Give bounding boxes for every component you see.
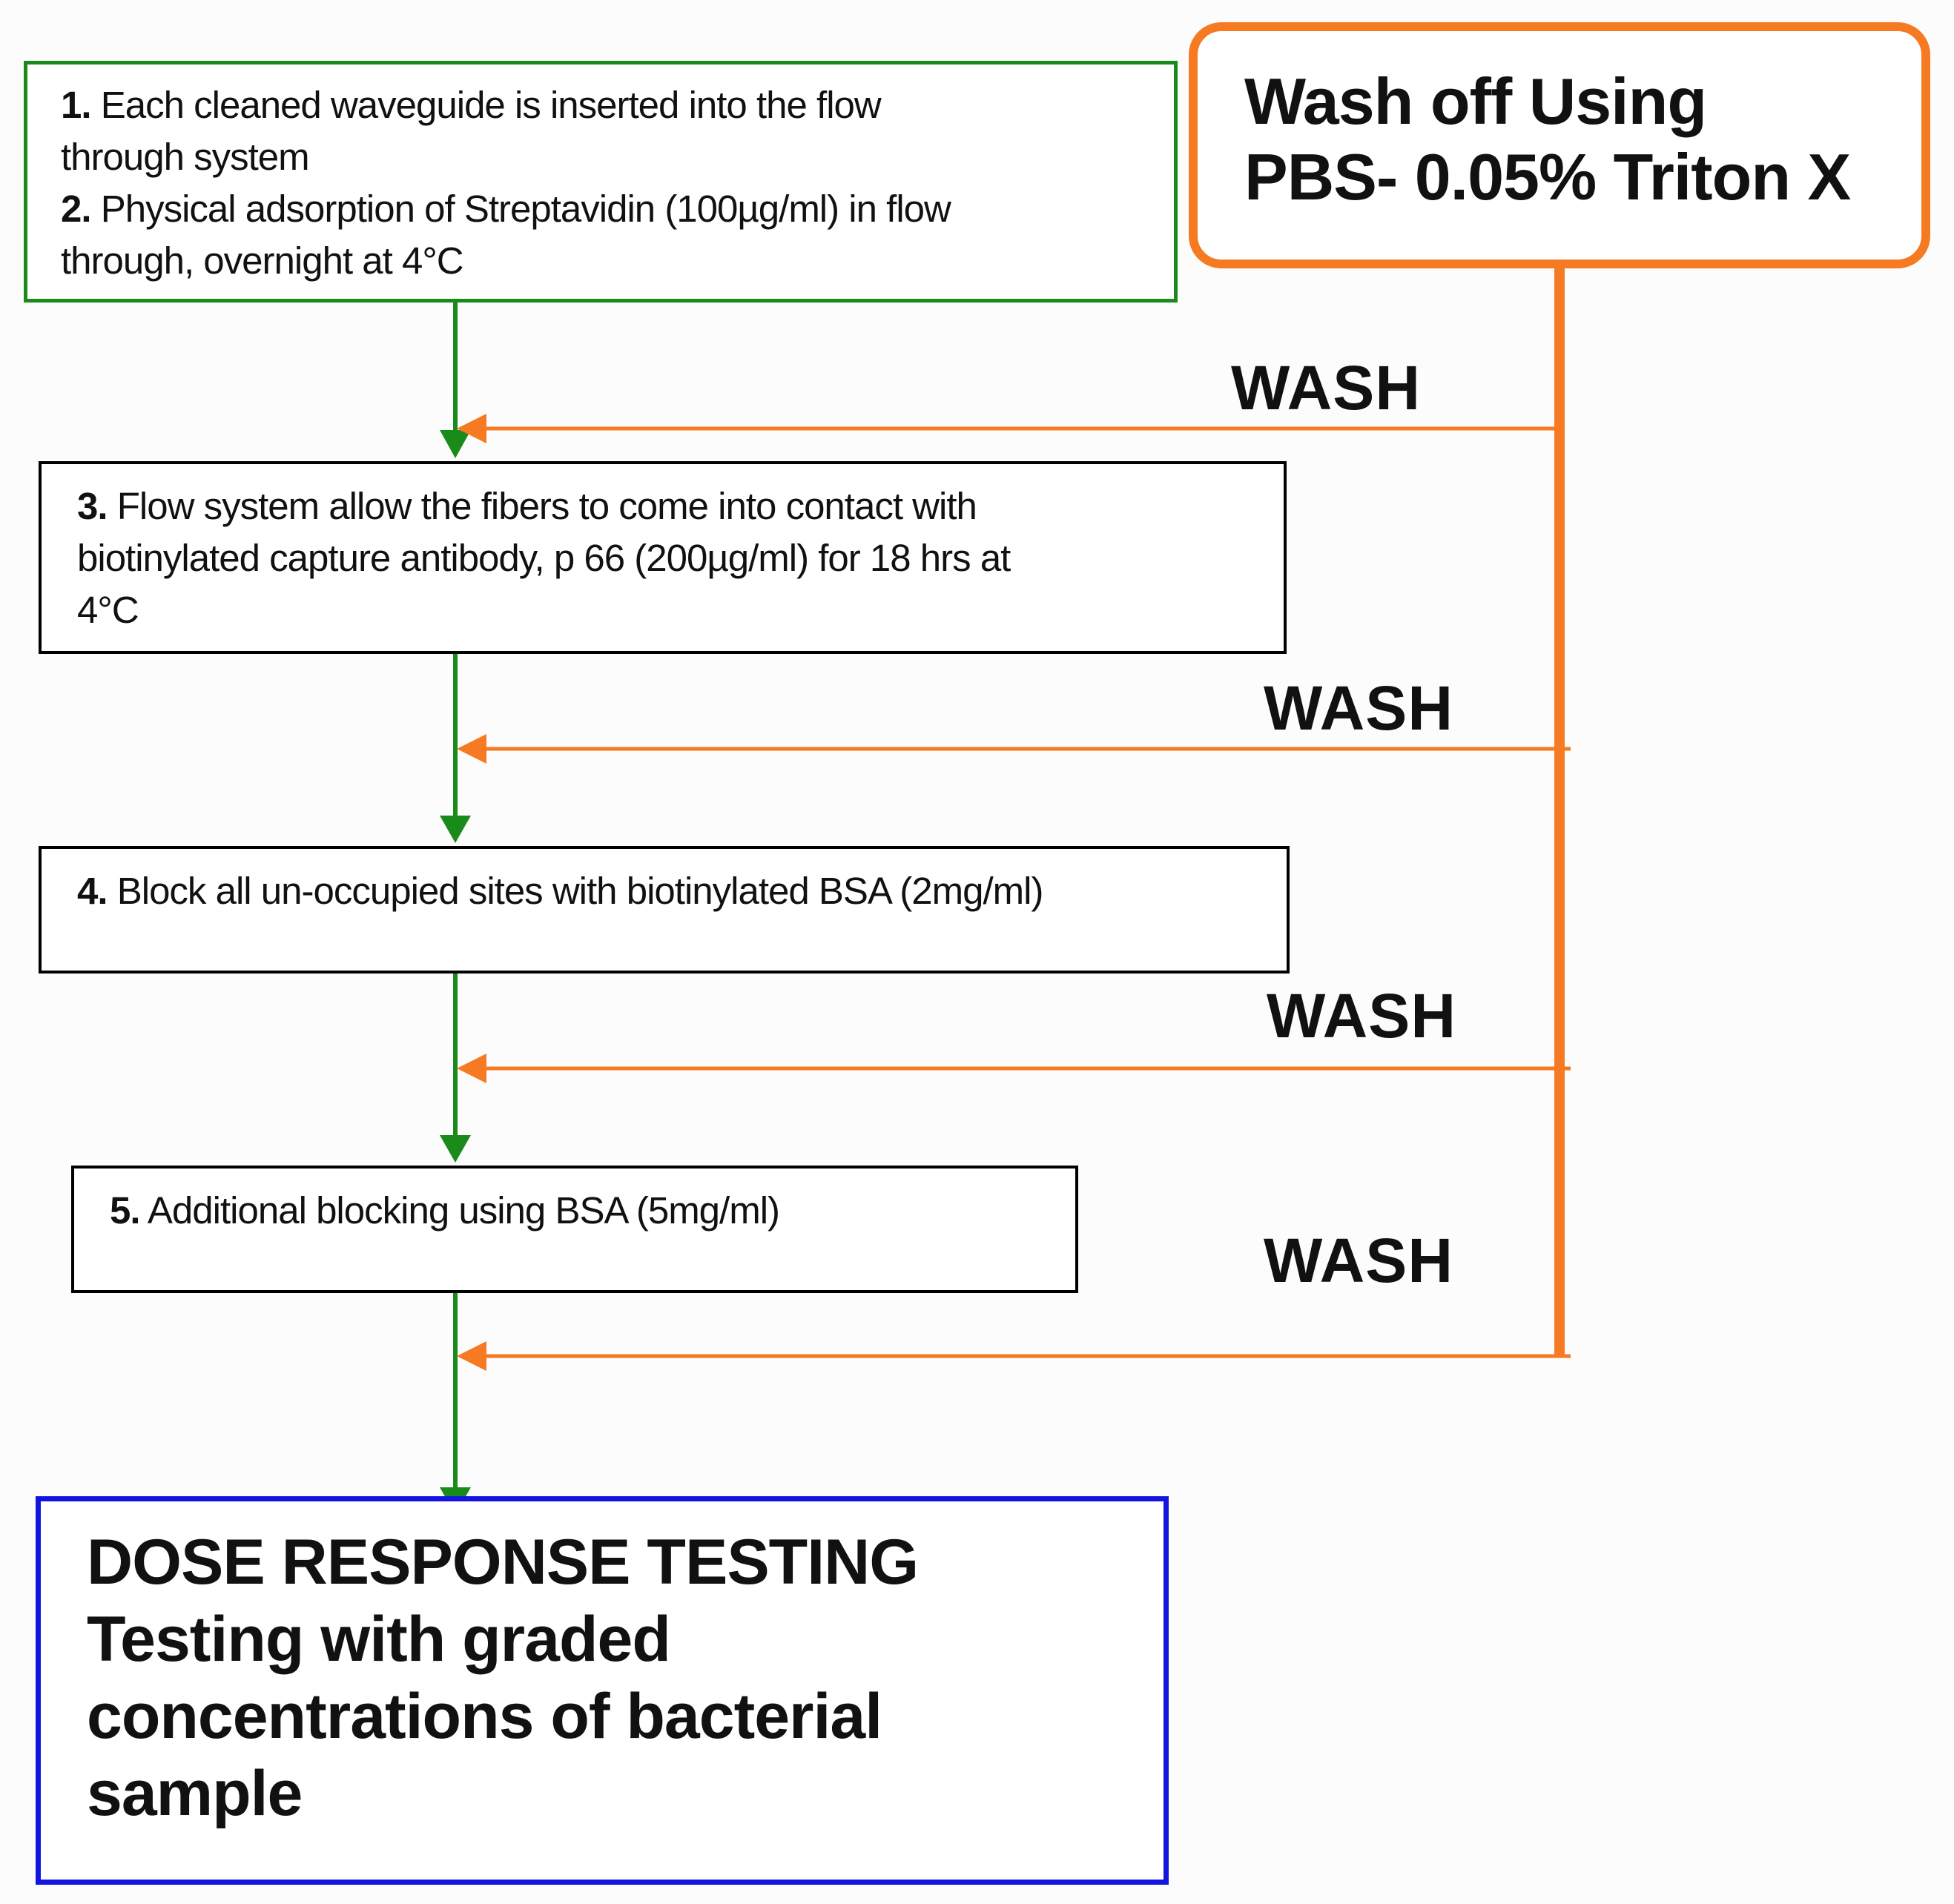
wash-label-3: WASH — [1267, 981, 1456, 1051]
wash-label-1: WASH — [1231, 353, 1421, 423]
step-4-line-text: Block all un-occupied sites with biotiny… — [116, 870, 1044, 912]
dose-response-text: DOSE RESPONSE TESTING Testing with grade… — [87, 1524, 919, 1832]
steps-1-2-box: 1. Each cleaned waveguide is inserted in… — [24, 61, 1178, 303]
step-5-box: 5. Additional blocking using BSA (5mg/ml… — [71, 1166, 1078, 1293]
step-3-number: 3. — [77, 485, 108, 527]
step-4-line: 4. Block all un-occupied sites with biot… — [77, 865, 1264, 917]
step-5-number: 5. — [110, 1189, 141, 1232]
step-1-line: 1. Each cleaned waveguide is inserted in… — [61, 79, 1152, 131]
dose-response-title: DOSE RESPONSE TESTING — [87, 1527, 919, 1598]
step-2-text: Physical adsorption of Streptavidin (100… — [100, 188, 951, 230]
flow-arrowhead-1 — [440, 430, 471, 458]
step-4-box: 4. Block all un-occupied sites with biot… — [39, 846, 1290, 974]
wash-solution-line-2: PBS- 0.05% Triton X — [1244, 140, 1851, 214]
step-2-number: 2. — [61, 188, 92, 230]
wash-arrowhead-4 — [457, 1341, 486, 1371]
step-3-line-1-text: Flow system allow the fibers to come int… — [116, 485, 977, 527]
step-5-line-text: Additional blocking using BSA (5mg/ml) — [147, 1189, 780, 1232]
step-1-text-continued: through system — [61, 136, 310, 178]
step-1-text: Each cleaned waveguide is inserted into … — [100, 84, 882, 126]
step-2-line: 2. Physical adsorption of Streptavidin (… — [61, 183, 1152, 235]
steps-1-2-text: 1. Each cleaned waveguide is inserted in… — [61, 79, 1152, 287]
wash-label-4: WASH — [1264, 1226, 1453, 1295]
step-3-box: 3. Flow system allow the fibers to come … — [39, 461, 1287, 654]
wash-solution-line-1: Wash off Using — [1244, 65, 1707, 138]
step-2-text-continued: through, overnight at 4°C — [61, 239, 464, 282]
step-3-line-3: 4°C — [77, 589, 139, 631]
step-3-line-2: biotinylated capture antibody, p 66 (200… — [77, 537, 1011, 579]
dose-response-line-1: Testing with graded — [87, 1604, 671, 1675]
flow-arrowhead-3 — [440, 1135, 471, 1163]
flow-arrowhead-2 — [440, 816, 471, 843]
dose-response-line-2: concentrations of bacterial — [87, 1681, 882, 1752]
step-5-text: 5. Additional blocking using BSA (5mg/ml… — [110, 1185, 1053, 1237]
wash-solution-text: Wash off Using PBS- 0.05% Triton X — [1244, 64, 1851, 215]
dose-response-box: DOSE RESPONSE TESTING Testing with grade… — [36, 1496, 1169, 1885]
dose-response-line-3: sample — [87, 1758, 303, 1829]
step-4-number: 4. — [77, 870, 108, 912]
step-3-text: 3. Flow system allow the fibers to come … — [77, 480, 1261, 636]
wash-solution-box: Wash off Using PBS- 0.05% Triton X — [1189, 22, 1930, 268]
wash-arrowhead-1 — [457, 414, 486, 443]
step-3-line-1: 3. Flow system allow the fibers to come … — [77, 480, 1261, 532]
step-1-number: 1. — [61, 84, 92, 126]
wash-arrowhead-3 — [457, 1054, 486, 1083]
wash-label-2: WASH — [1264, 673, 1453, 743]
wash-arrowhead-2 — [457, 734, 486, 764]
step-5-line: 5. Additional blocking using BSA (5mg/ml… — [110, 1185, 1053, 1237]
step-4-text: 4. Block all un-occupied sites with biot… — [77, 865, 1264, 917]
